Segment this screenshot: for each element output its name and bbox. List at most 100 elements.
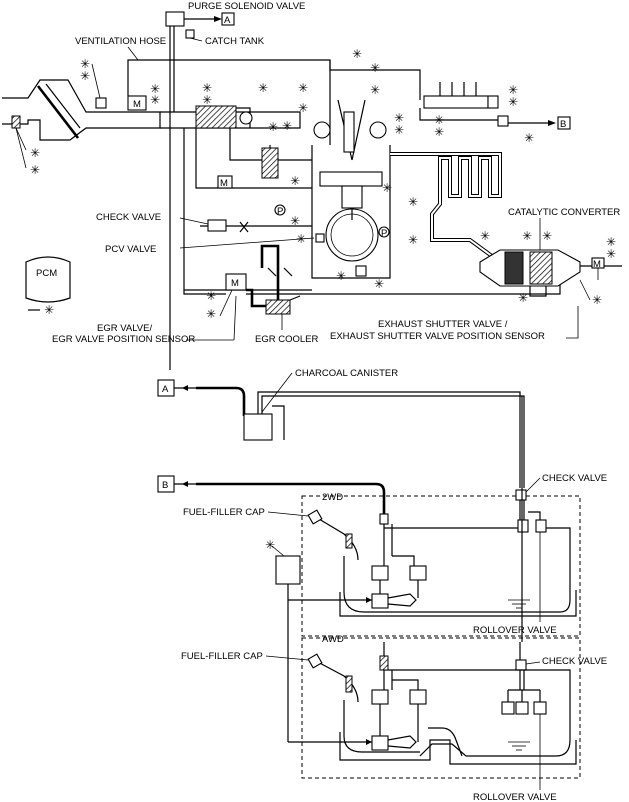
engine-sensor-mark-16: ✳ (290, 214, 300, 228)
fuel-rail (329, 60, 556, 127)
fuel-rail-sensor-mark-4: ✳ (434, 125, 444, 139)
fuel-rail-sensor-mark-5: ✳ (524, 131, 534, 145)
pcm-module (25, 256, 71, 311)
intercooler-sensor-mark-1: ✳ (202, 81, 212, 95)
check-valve-awd-leader (525, 661, 541, 665)
fuel-filler-cap-2wd-label: FUEL-FILLER CAP (183, 507, 265, 518)
catch-tank-label: CATCH TANK (205, 36, 265, 47)
exhaust-shutter-valve: M (579, 257, 605, 301)
connector-a-top (221, 12, 235, 26)
pressure-sensor-2-label: P (381, 228, 387, 239)
engine-sensor-mark-14: ✳ (374, 277, 384, 291)
egr-valve: M (219, 244, 293, 317)
fuel-rail-sensor-mark-3: ✳ (434, 113, 444, 127)
pcv-valve-label: PCV VALVE (105, 244, 156, 255)
catalyst-sensor-mark-4: ✳ (542, 229, 552, 243)
exhaust-shutter-label-2: EXHAUST SHUTTER VALVE POSITION SENSOR (330, 331, 545, 342)
pcm-sensor-legend-mark: ✳ (44, 303, 54, 317)
intake-sensor-mark-2: ✳ (30, 163, 40, 177)
intake-sensor-mark-5: ✳ (150, 82, 160, 96)
engine-sensor-mark-5: ✳ (298, 101, 308, 115)
turbo-motor-label: M (220, 178, 228, 189)
engine-sensor-mark-13: ✳ (336, 269, 346, 283)
intake-motor-label: M (133, 99, 141, 110)
engine-sensor-mark-10: ✳ (408, 195, 418, 209)
exhaust-sensor-mark-3: ✳ (592, 293, 602, 307)
check-valve-top (179, 217, 249, 233)
catalytic-converter-label: CATALYTIC CONVERTER (508, 207, 620, 218)
intake-sensor-mark-3: ✳ (80, 57, 90, 71)
exhaust-shutter-motor-label: M (593, 259, 601, 270)
engine-sensor-mark-6: ✳ (282, 119, 292, 133)
connector-a-bottom-label: A (162, 384, 169, 395)
ventilation-hose-label: VENTILATION HOSE (75, 36, 166, 47)
catalyst-sensor-mark-2: ✳ (522, 229, 532, 243)
engine-sensor-mark-3: ✳ (370, 83, 380, 97)
rollover-valve-awd-label: ROLLOVER VALVE (473, 792, 557, 802)
check-valve-top-label: CHECK VALVE (96, 212, 161, 223)
fuel-tank-sensor-mark: ✳ (265, 538, 275, 552)
fuel-rail-sensor-mark-1: ✳ (508, 83, 518, 97)
section-2wd-label: 2WD (322, 492, 343, 503)
catalyst-sensor-mark-1: ✳ (480, 229, 490, 243)
egr-cooler-label: EGR COOLER (255, 334, 318, 345)
connector-b-bottom-label: B (162, 480, 168, 491)
engine-sensor-mark-7: ✳ (394, 111, 404, 125)
connector-b-top-label: B (560, 119, 566, 130)
pcm-label: PCM (36, 268, 57, 279)
charcoal-canister (243, 391, 525, 488)
pressure-sensor-2 (378, 226, 390, 238)
fuel-tank-2wd (307, 489, 577, 617)
egr-valve-label-2: EGR VALVE POSITION SENSOR (52, 334, 195, 345)
pcv-valve (179, 237, 315, 249)
exhaust-shutter-label-1: EXHAUST SHUTTER VALVE / (378, 319, 508, 330)
charcoal-canister-leader (261, 372, 293, 413)
engine-sensor-mark-2: ✳ (370, 61, 380, 75)
egr-cooler (265, 295, 301, 315)
fuel-filler-cap-awd-leader (265, 655, 309, 661)
intake-pipe: M (95, 95, 301, 129)
egr-valve-label-1: EGR VALVE/ (97, 323, 152, 334)
section-awd-label: AWD (322, 634, 344, 645)
pressure-sensor-1-label: P (277, 206, 283, 217)
fuel-tank-awd (307, 396, 577, 765)
egr-motor-label: M (231, 278, 239, 289)
engine-sensor-mark-4: ✳ (298, 81, 308, 95)
purge-solenoid-valve (165, 11, 222, 370)
charcoal-canister-label: CHARCOAL CANISTER (295, 368, 398, 379)
catalyst-sensor-mark-3: ✳ (518, 291, 528, 305)
intercooler-sensor-mark-2: ✳ (202, 93, 212, 107)
engine-block (311, 99, 391, 279)
exhaust-sensor-mark-2: ✳ (606, 247, 616, 261)
engine-sensor-mark-11: ✳ (408, 233, 418, 247)
throttle-sensor-mark: ✳ (258, 81, 268, 95)
rollover-valve-2wd-label: ROLLOVER VALVE (473, 625, 557, 636)
throttle-sensor-mark-2: ✳ (268, 120, 278, 134)
connector-a-top-label: A (224, 15, 231, 26)
air-intake-duct (2, 79, 161, 169)
fuel-filler-cap-awd-label: FUEL-FILLER CAP (181, 651, 263, 662)
fuel-filler-cap-2wd-leader (267, 511, 309, 517)
check-valve-awd-label: CHECK VALVE (542, 656, 607, 667)
engine-sensor-mark-9: ✳ (382, 181, 392, 195)
pressure-sensor-1 (274, 204, 286, 216)
exhaust-manifold (390, 152, 502, 264)
ventilation-hose (127, 46, 331, 145)
intake-sensor-mark-6: ✳ (150, 93, 160, 107)
fuel-rail-sensor-mark-2: ✳ (508, 95, 518, 109)
engine-sensor-mark-1: ✳ (352, 47, 362, 61)
section-2wd-frame (301, 495, 581, 637)
egr-sensor-mark-2: ✳ (206, 307, 216, 321)
check-valve-2wd-label: CHECK VALVE (542, 473, 607, 484)
purge-line-a (174, 385, 246, 416)
intake-sensor-mark-1: ✳ (30, 146, 40, 160)
section-awd-frame (301, 637, 581, 779)
exhaust-sensor-mark-1: ✳ (606, 235, 616, 249)
fuel-tank-pressure-sensor (275, 555, 301, 585)
check-valve-2wd-leader (525, 477, 541, 493)
catalytic-converter (479, 249, 622, 297)
fuel-line-b (174, 481, 386, 516)
connector-b-top (557, 116, 571, 130)
sensor-wiring (287, 584, 372, 745)
